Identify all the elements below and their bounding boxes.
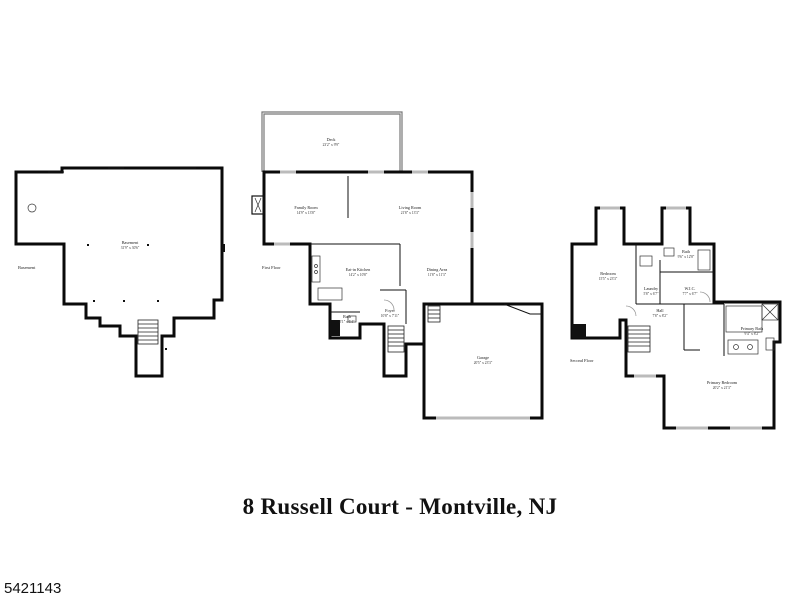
wic-label: W.I.C. [685,286,696,291]
kitchen-label: Eat-in Kitchen [346,267,371,272]
wic-dim: 7'7" x 6'7" [682,292,698,296]
dining-area-dim: 11'8" x 11'3" [428,273,447,277]
listing-id: 5421143 [4,580,62,597]
laundry-label: Laundry [644,286,659,291]
bedroom-label: Bedroom [600,271,616,276]
dining-area-label: Dining Area [427,267,448,272]
first-floor-plan: Deck 23'2" x 9'9" [251,111,544,420]
foyer-label: Foyer [385,308,395,313]
primary-bath-label: Primary Bath [741,326,764,331]
kitchen-dim: 14'2" x 10'8" [349,273,368,277]
hall-dim: 7'8" x 8'2" [652,314,668,318]
hall-label: Hall [656,308,664,313]
deck-dim: 23'2" x 9'9" [323,143,340,147]
second-floor-label: Second Floor [570,358,594,363]
laundry-dim: 5'8" x 6'7" [643,292,659,296]
bedroom-dim: 15'5" x 23'3" [599,277,618,281]
property-address-caption: 8 Russell Court - Montville, NJ [242,494,558,519]
basement-room-dim: 31'9" x 30'6" [121,246,140,250]
first-bath-label: Bath [343,314,352,319]
second-bath-label: Bath [682,249,691,254]
living-room-dim: 21'8" x 13'3" [401,211,420,215]
family-room-label: Family Room [294,205,318,210]
first-floor-label: First Floor [262,265,281,270]
deck-label: Deck [327,137,337,142]
basement-floor-label: Basement [18,265,36,270]
basement-room-label: Basement [122,240,139,245]
garage-dim: 20'5" x 23'3" [474,361,493,365]
second-bath-dim: 9'6" x 12'8" [678,255,695,259]
primary-bath-dim: 9'4" x 8'2" [744,332,760,336]
basement-plan: Basement 31'9" x 30'6" Basement [14,166,225,378]
second-floor-plan: Bedroom 15'5" x 23'3" Bath 9'6" x 12'8" … [570,206,782,430]
primary-bedroom-label: Primary Bedroom [707,380,738,385]
foyer-dim: 10'8" x 7'11" [381,314,400,318]
garage-label: Garage [477,355,489,360]
first-bath-dim: 5'1" x 5'4" [339,320,355,324]
living-room-label: Living Room [399,205,422,210]
family-room-dim: 14'9" x 13'8" [297,211,316,215]
primary-bedroom-dim: 20'2" x 21'3" [713,386,732,390]
